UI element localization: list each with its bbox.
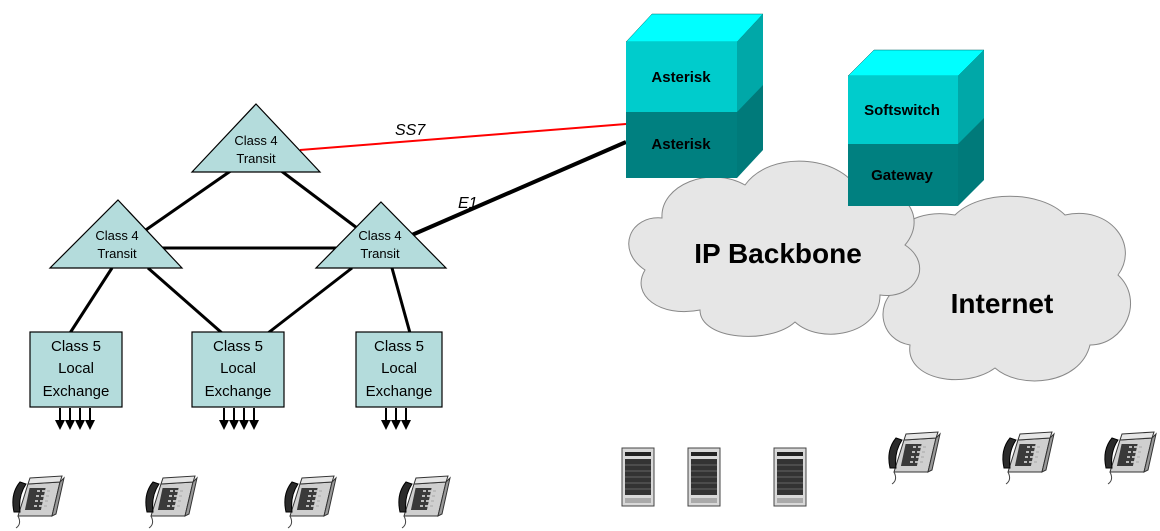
svg-text:Class 4: Class 4 bbox=[234, 133, 277, 148]
svg-text:Class 4: Class 4 bbox=[95, 228, 138, 243]
gateway-label: Gateway bbox=[871, 167, 933, 184]
svg-text:Class 5: Class 5 bbox=[374, 338, 424, 355]
internet-cloud: Internet bbox=[882, 195, 1132, 382]
link-top-left bbox=[139, 168, 233, 236]
ip-backbone-cloud: IP Backbone bbox=[628, 160, 921, 337]
desk-phone-icon bbox=[398, 475, 451, 529]
local-exchange-2: Class 5 Local Exchange bbox=[191, 331, 285, 408]
svg-text:Local: Local bbox=[58, 360, 94, 377]
e1-label: E1 bbox=[458, 195, 478, 212]
local-exchange-1: Class 5 Local Exchange bbox=[29, 331, 123, 408]
svg-text:IP Backbone: IP Backbone bbox=[694, 238, 862, 269]
svg-text:Local: Local bbox=[220, 360, 256, 377]
link-right-ex2 bbox=[267, 266, 353, 335]
downward-arrows-ex2 bbox=[218, 407, 260, 431]
softswitch-label: Softswitch bbox=[864, 102, 940, 119]
local-exchange-3: Class 5 Local Exchange bbox=[355, 331, 443, 408]
downward-arrows-ex3 bbox=[380, 407, 412, 431]
link-left-ex2 bbox=[147, 266, 223, 335]
svg-text:Transit: Transit bbox=[97, 246, 137, 261]
svg-text:Class 5: Class 5 bbox=[51, 338, 101, 355]
asterisk-bottom-label: Asterisk bbox=[651, 136, 711, 153]
svg-text:Exchange: Exchange bbox=[205, 383, 272, 400]
asterisk-top-label: Asterisk bbox=[651, 69, 711, 86]
svg-text:Exchange: Exchange bbox=[366, 383, 433, 400]
ip-device-icon bbox=[773, 447, 807, 507]
ss7-link bbox=[299, 123, 627, 151]
desk-phone-icon bbox=[12, 475, 65, 529]
svg-text:Local: Local bbox=[381, 360, 417, 377]
desk-phone-icon bbox=[284, 475, 337, 529]
desk-phone-icon bbox=[1002, 431, 1055, 485]
svg-text:Transit: Transit bbox=[236, 151, 276, 166]
desk-phone-icon bbox=[145, 475, 198, 529]
e1-link bbox=[404, 140, 627, 240]
ip-device-icon bbox=[687, 447, 721, 507]
svg-text:Exchange: Exchange bbox=[43, 383, 110, 400]
softswitch-gateway-stack: Softswitch Gateway bbox=[847, 49, 985, 206]
link-top-right bbox=[279, 168, 366, 236]
desk-phone-icon bbox=[1104, 431, 1157, 485]
transit-node-top: Class 4 Transit bbox=[190, 103, 322, 173]
link-left-ex1 bbox=[68, 267, 114, 334]
svg-text:Class 4: Class 4 bbox=[358, 228, 401, 243]
svg-text:Internet: Internet bbox=[951, 288, 1054, 319]
svg-text:Transit: Transit bbox=[360, 246, 400, 261]
transit-node-right: Class 4 Transit bbox=[314, 201, 448, 269]
link-right-ex3 bbox=[390, 267, 412, 334]
ss7-label: SS7 bbox=[395, 122, 426, 139]
ip-device-icon bbox=[621, 447, 655, 507]
desk-phone-icon bbox=[888, 431, 941, 485]
svg-text:Class 5: Class 5 bbox=[213, 338, 263, 355]
transit-node-left: Class 4 Transit bbox=[48, 199, 184, 269]
downward-arrows-ex1 bbox=[54, 407, 96, 431]
asterisk-server-stack: Asterisk Asterisk bbox=[625, 13, 764, 178]
